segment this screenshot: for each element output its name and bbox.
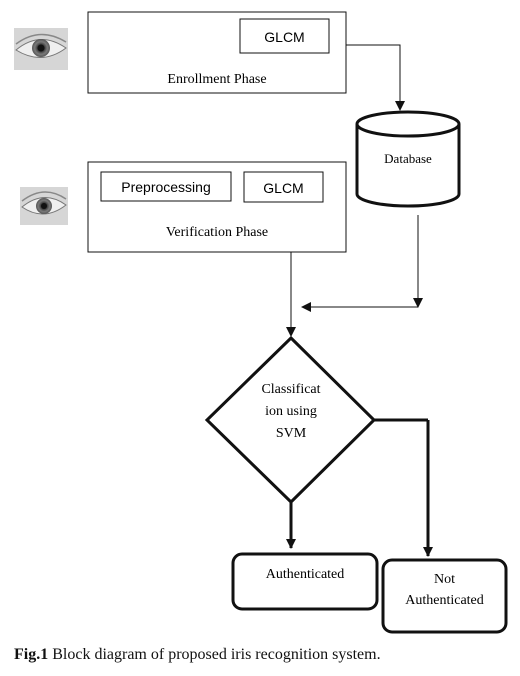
not-authenticated-box: Not Authenticated [381, 558, 508, 634]
connectors [286, 44, 423, 337]
enrollment-phase-label: Enrollment Phase [167, 72, 266, 87]
preprocessing-box [100, 171, 232, 202]
enrollment-glcm-box [239, 18, 330, 54]
verification-phase-label: Verification Phase [166, 225, 268, 240]
verification-glcm-box [243, 171, 324, 203]
preprocessing-label: Preprocessing [121, 179, 211, 195]
enrollment-glcm-label: GLCM [264, 29, 304, 45]
eye-image-enrollment [14, 28, 68, 70]
verification-phase-box: Preprocessing GLCM Verification Phase [87, 161, 347, 253]
database-cylinder: Database [355, 110, 461, 208]
not-authenticated-label-line2: Authenticated [405, 593, 484, 608]
figure-number: Fig.1 [14, 646, 49, 663]
classifier-label-line3: SVM [276, 426, 307, 441]
database-label: Database [384, 151, 432, 166]
verification-glcm-label: GLCM [263, 180, 303, 196]
svm-classifier-diamond: Classificat ion using SVM [204, 335, 377, 505]
caption-text: Block diagram of proposed iris recogniti… [48, 646, 381, 663]
authenticated-label: Authenticated [266, 567, 345, 582]
classifier-label-line1: Classificat [261, 382, 320, 397]
output-connectors [286, 418, 433, 557]
eye-image-verification [20, 187, 68, 225]
figure-caption: Fig.1 Block diagram of proposed iris rec… [14, 646, 514, 664]
classifier-label-line2: ion using [265, 404, 317, 419]
authenticated-box: Authenticated [231, 552, 379, 611]
not-authenticated-label-line1: Not [434, 572, 455, 587]
enrollment-phase-box: GLCM Enrollment Phase [87, 11, 347, 94]
arrow-enrollment-to-database [346, 44, 405, 111]
